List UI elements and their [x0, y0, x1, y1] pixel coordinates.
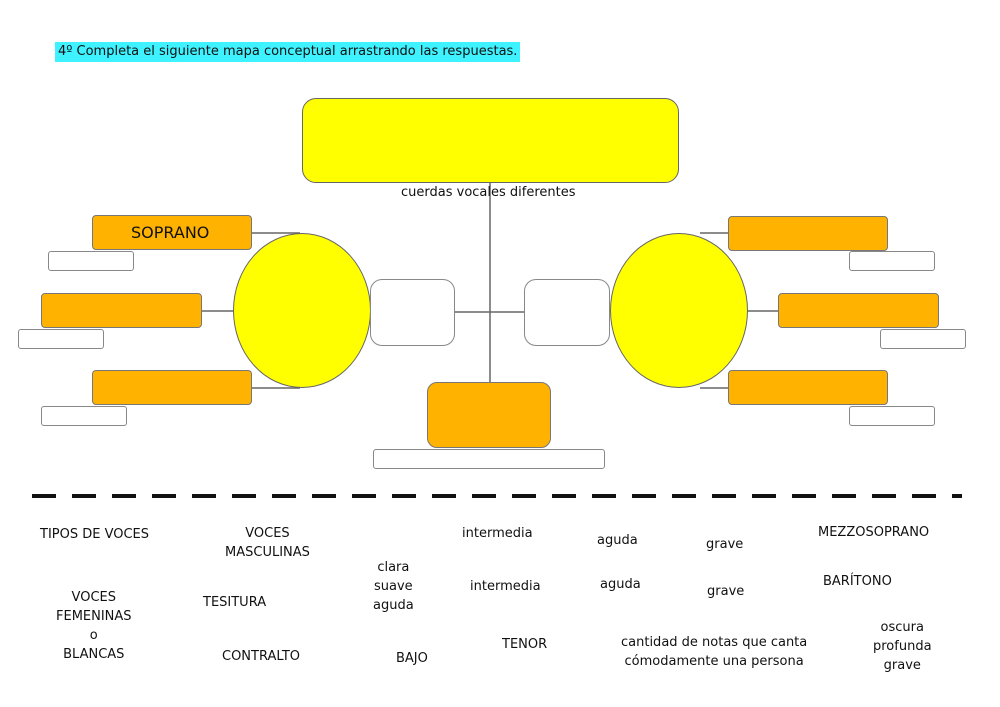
answer-tile-contralto[interactable]: CONTRALTO	[222, 649, 300, 664]
left-white-box-2[interactable]	[18, 329, 104, 349]
right-middle-box[interactable]	[524, 279, 610, 346]
right-orange-box-3[interactable]	[728, 370, 888, 405]
answer-tile-aguda-2[interactable]: aguda	[600, 577, 641, 592]
right-circle[interactable]	[610, 233, 748, 388]
answer-tile-oscura-profunda-grave[interactable]: oscura profunda grave	[873, 620, 932, 673]
center-white-box[interactable]	[373, 449, 605, 469]
left-white-box-1[interactable]	[48, 251, 134, 271]
right-orange-box-2[interactable]	[778, 293, 939, 328]
answer-tile-tesitura-definicion[interactable]: cantidad de notas que canta cómodamente …	[621, 635, 808, 669]
answer-tile-voces-femeninas[interactable]: VOCES FEMENINAS o BLANCAS	[56, 590, 132, 662]
answer-tile-tesitura[interactable]: TESITURA	[203, 595, 267, 610]
answer-tile-tenor[interactable]: TENOR	[502, 637, 548, 652]
center-orange-box[interactable]	[427, 382, 551, 448]
left-middle-box[interactable]	[370, 279, 455, 346]
right-white-box-2[interactable]	[880, 329, 966, 349]
answer-tile-voces-masculinas[interactable]: VOCES MASCULINAS	[225, 526, 310, 560]
left-circle[interactable]	[233, 233, 371, 388]
right-white-box-1[interactable]	[849, 251, 935, 271]
answer-tile-bajo[interactable]: BAJO	[396, 651, 428, 666]
instruction-text: 4º Completa el siguiente mapa conceptual…	[55, 42, 521, 62]
answer-tile-tipos-de-voces[interactable]: TIPOS DE VOCES	[40, 527, 150, 542]
answer-tile-grave-1[interactable]: grave	[706, 537, 744, 552]
left-orange-box-1[interactable]: SOPRANO	[92, 215, 252, 250]
left-orange-box-2[interactable]	[41, 293, 202, 328]
left-orange-box-3[interactable]	[92, 370, 252, 405]
answer-tile-intermedia-2[interactable]: intermedia	[470, 579, 541, 594]
answer-tile-clara-suave-aguda[interactable]: clara suave aguda	[373, 560, 414, 613]
right-orange-box-1[interactable]	[728, 216, 888, 251]
answer-tile-aguda-1[interactable]: aguda	[597, 533, 638, 548]
dashed-separator	[32, 494, 962, 498]
answer-tile-baritono[interactable]: BARÍTONO	[823, 574, 892, 589]
answer-tile-intermedia-1[interactable]: intermedia	[462, 526, 533, 541]
answer-tile-grave-2[interactable]: grave	[707, 584, 745, 599]
subtitle-label: cuerdas vocales diferentes	[401, 185, 576, 200]
answer-tile-mezzosoprano[interactable]: MEZZOSOPRANO	[818, 525, 930, 540]
top-concept-box[interactable]	[302, 98, 679, 183]
left-white-box-3[interactable]	[41, 406, 127, 426]
right-white-box-3[interactable]	[849, 406, 935, 426]
